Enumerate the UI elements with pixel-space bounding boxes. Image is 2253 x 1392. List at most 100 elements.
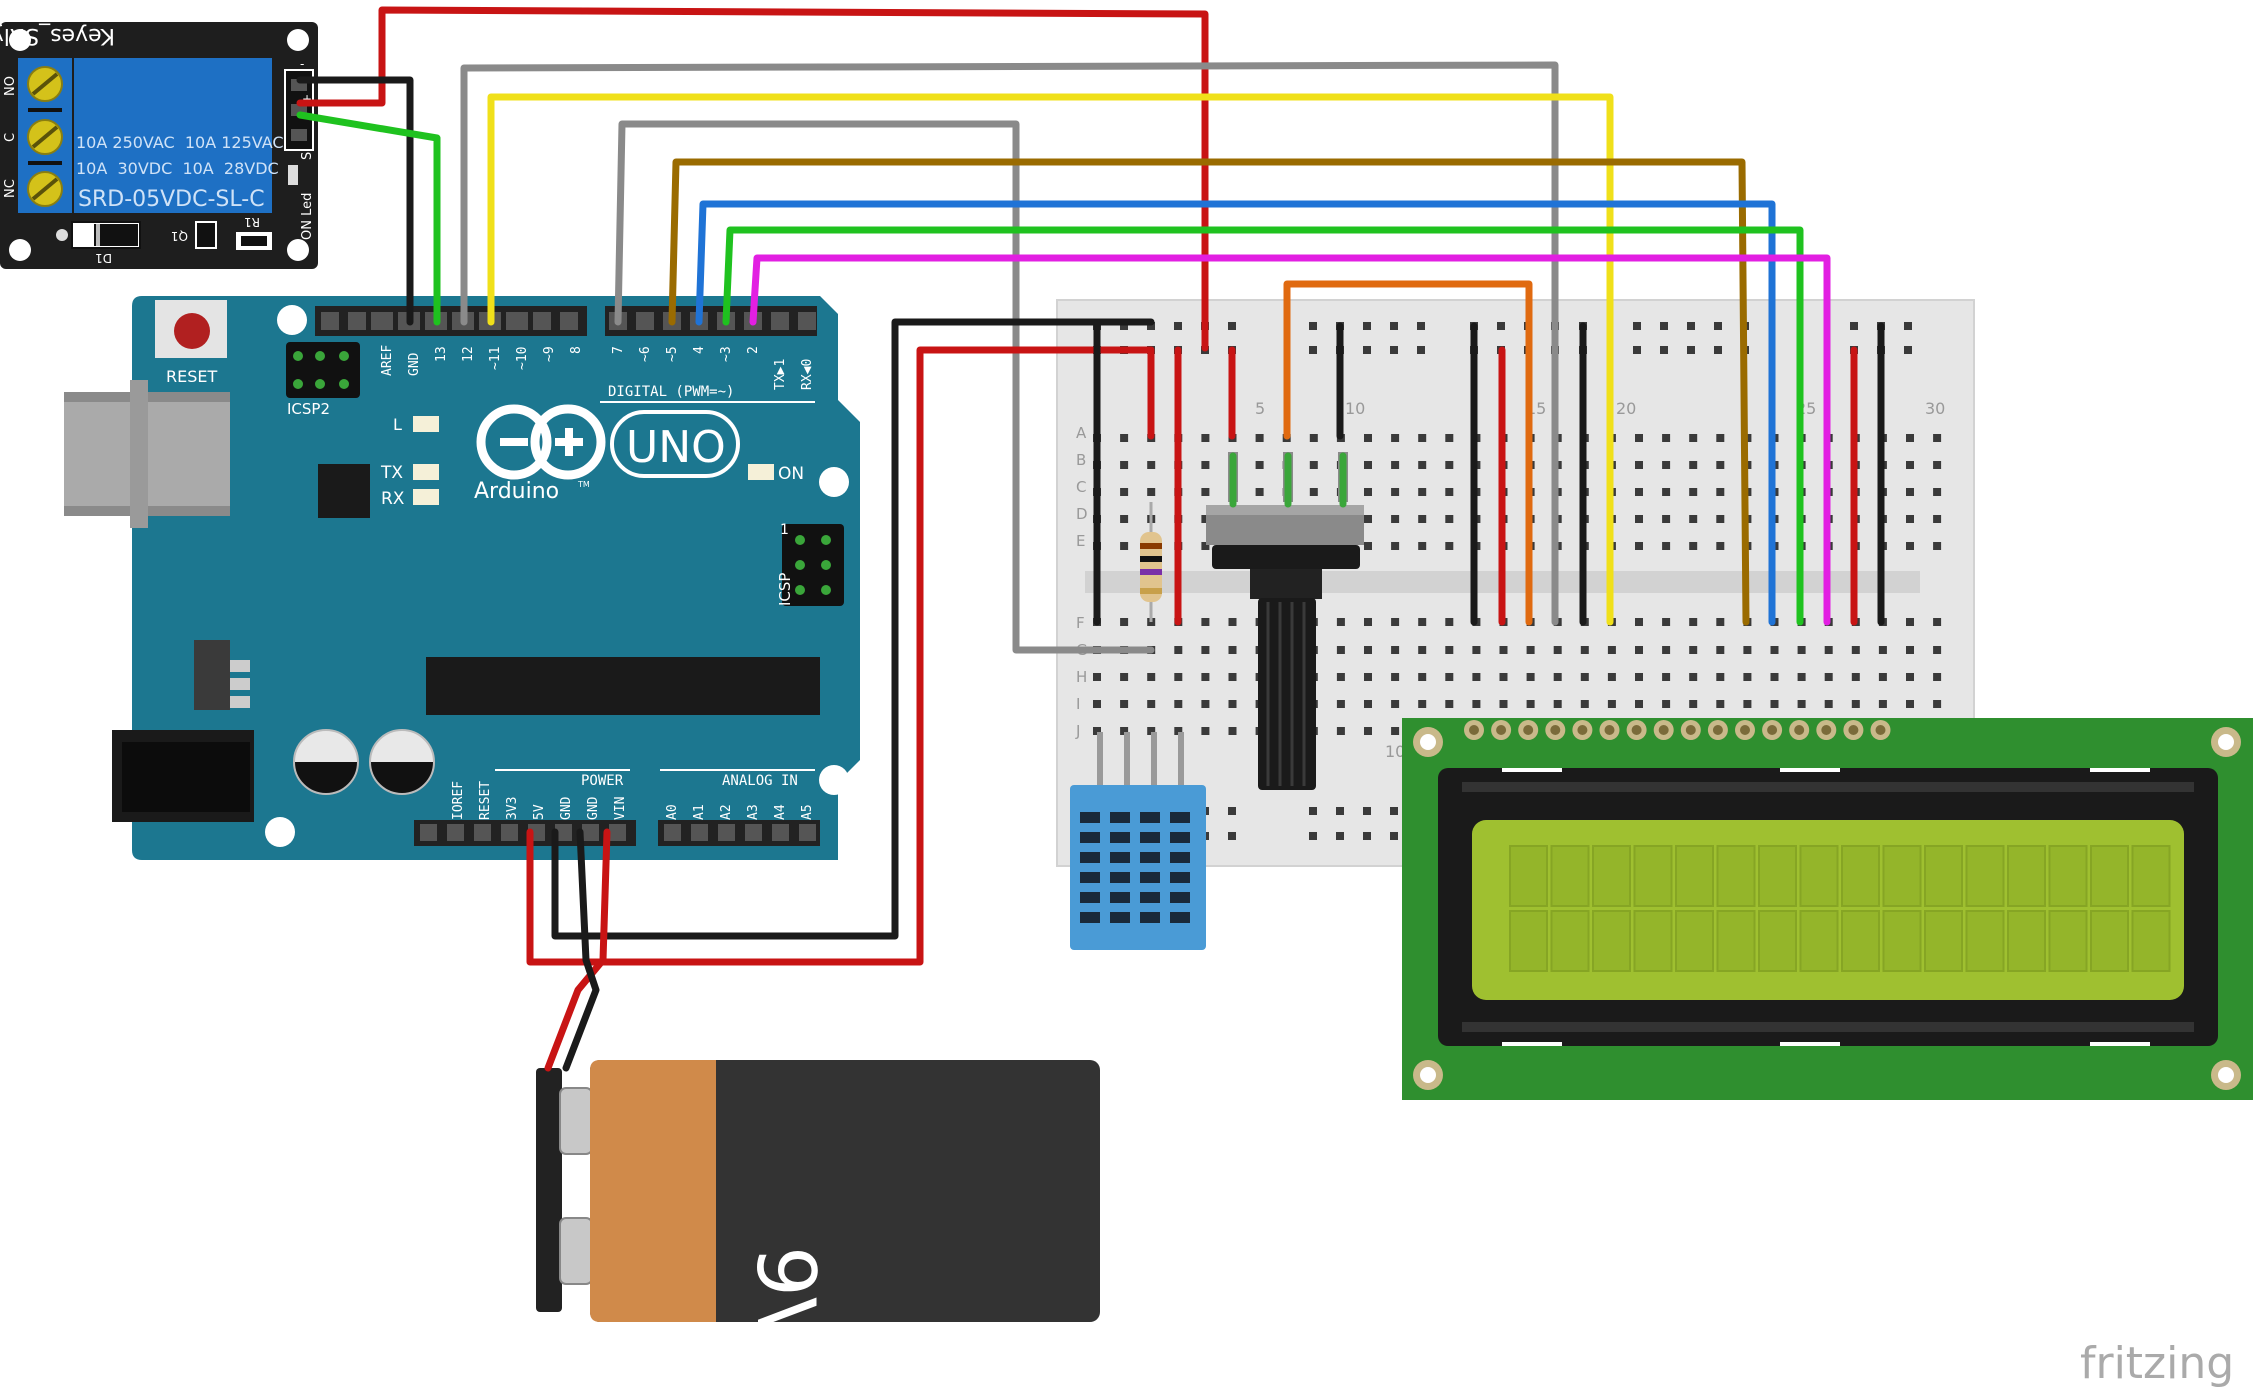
lcd-pad-hole: [1712, 725, 1723, 735]
pin-label-gnd: GND: [586, 796, 601, 820]
lcd-cell: [1592, 910, 1631, 972]
arduino-logo: [476, 404, 606, 480]
breadboard-hole: [1716, 646, 1725, 654]
breadboard-hole: [1689, 434, 1698, 442]
breadboard-hole: [1906, 461, 1914, 469]
breadboard-hole: [1255, 461, 1264, 469]
led-rx: [413, 489, 439, 505]
lcd-cell: [2090, 910, 2129, 972]
lcd-cell: [1509, 845, 1548, 907]
breadboard-hole: [1391, 461, 1400, 469]
pin-label-8: 8: [569, 346, 584, 354]
breadboard-hole: [1906, 515, 1914, 523]
breadboard-hole: [1201, 673, 1210, 681]
relay-rating-row1: 10A 250VAC 10A 125VAC: [76, 133, 284, 152]
breadboard-hole: [1797, 673, 1806, 681]
dht11-vent: [1140, 832, 1160, 843]
wire-brown: [668, 158, 1750, 626]
breadboard-rail-hole: [1417, 346, 1425, 354]
lcd-pad-hole: [1794, 725, 1805, 735]
dht11-vent: [1140, 852, 1160, 863]
relay-part-d1: D1: [95, 251, 112, 265]
breadboard-hole: [1120, 488, 1129, 496]
lcd-cell: [2007, 845, 2046, 907]
breadboard-hole: [1743, 700, 1752, 708]
breadboard-rail-hole: [1417, 322, 1425, 330]
relay-pin-label: +: [302, 92, 312, 106]
header-pin: [798, 312, 816, 330]
breadboard-hole: [1418, 515, 1427, 523]
header-pin: [664, 824, 681, 841]
breadboard-hole: [1635, 542, 1643, 550]
breadboard-hole: [1391, 542, 1400, 550]
dht11-vent: [1080, 892, 1100, 903]
breadboard-hole: [1662, 488, 1671, 496]
wire-green: [722, 226, 1804, 626]
breadboard-hole: [1635, 434, 1643, 442]
breadboard-hole: [1824, 673, 1833, 681]
lcd-pad-hole: [1631, 725, 1642, 735]
breadboard-hole: [1418, 700, 1427, 708]
fritzing-watermark: fritzing: [2080, 1338, 2234, 1389]
pin-label-6: ~6: [638, 346, 653, 362]
breadboard-rail-hole: [1714, 346, 1722, 354]
breadboard-hole: [1336, 618, 1345, 626]
breadboard-hole: [1689, 461, 1698, 469]
potentiometer-shaft: [1258, 598, 1316, 790]
dht11-vent: [1170, 872, 1190, 883]
lcd-cell: [2131, 845, 2171, 907]
breadboard-rail-hole: [1174, 322, 1182, 330]
header-pin: [691, 824, 708, 841]
breadboard-hole: [1336, 700, 1345, 708]
breadboard-hole: [1580, 673, 1589, 681]
dht11-body: [1070, 785, 1206, 950]
breadboard-hole: [1662, 618, 1671, 626]
breadboard-hole: [1147, 488, 1156, 496]
breadboard-hole: [1824, 646, 1833, 654]
breadboard-hole: [1147, 461, 1156, 469]
battery-9v: 9V: [536, 1060, 1100, 1352]
pin-label-reset: RESET: [478, 781, 493, 820]
arduino-brand: Arduino: [474, 479, 559, 504]
dht11-vent: [1110, 892, 1130, 903]
breadboard-rail-hole: [1390, 322, 1398, 330]
breadboard-hole: [1336, 727, 1345, 735]
breadboard-hole: [1906, 488, 1914, 496]
digital-label: DIGITAL (PWM=~): [608, 384, 734, 400]
breadboard-hole: [1120, 618, 1129, 626]
breadboard-rail-hole: [1309, 807, 1317, 815]
breadboard-hole: [1418, 434, 1427, 442]
terminal-screw: [27, 66, 63, 102]
dht11-vent: [1170, 812, 1190, 823]
dht11-vent: [1110, 912, 1130, 923]
breadboard-hole: [1662, 673, 1671, 681]
breadboard-hole: [1553, 700, 1562, 708]
breadboard-hole: [1201, 515, 1210, 523]
row-label: A: [1076, 424, 1087, 442]
breadboard-hole: [1933, 434, 1942, 442]
small-chip: [318, 464, 370, 518]
voltage-regulator: [194, 640, 250, 710]
breadboard-hole: [1418, 646, 1427, 654]
breadboard-hole: [1364, 488, 1372, 496]
row-label: B: [1076, 451, 1086, 469]
breadboard-hole: [1364, 515, 1372, 523]
breadboard-hole: [1797, 646, 1806, 654]
breadboard-rail-hole: [1336, 807, 1344, 815]
led-l: [413, 416, 439, 432]
breadboard-hole: [1662, 515, 1671, 523]
pin-label-10: ~10: [515, 347, 530, 370]
arduino-uno: RESET ICSP2 AREF GND 13 12 ~11 ~10 ~9 8 …: [64, 296, 860, 860]
breadboard-hole: [1336, 673, 1345, 681]
breadboard-rail-hole: [1687, 322, 1695, 330]
lcd-pad-hole: [1875, 725, 1886, 735]
dht11-vent: [1140, 912, 1160, 923]
dht11-vent: [1080, 832, 1100, 843]
lcd-cell: [1799, 910, 1839, 972]
mount-hole: [265, 817, 295, 847]
breadboard-rail-hole: [1633, 322, 1641, 330]
breadboard-hole: [1635, 488, 1643, 496]
breadboard-hole: [1662, 461, 1671, 469]
wire-yellow: [487, 93, 1614, 626]
breadboard-rail-hole: [1633, 346, 1641, 354]
